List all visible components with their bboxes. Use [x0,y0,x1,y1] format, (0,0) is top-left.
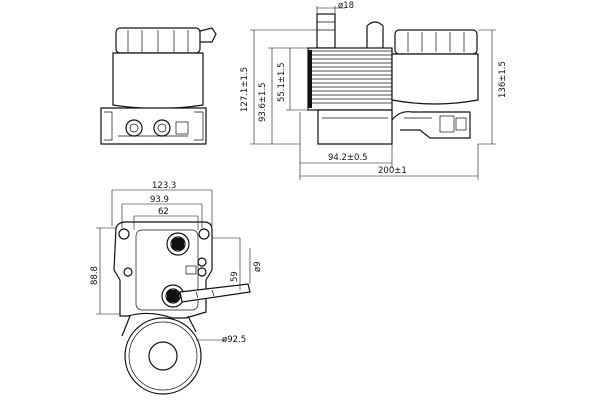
front-view-right [307,13,479,145]
dim-plan-height-59: 59 [230,271,240,282]
dim-plan-diameter-9: ø9 [253,261,263,272]
plan-view [113,221,251,395]
cooler-fins [308,50,392,108]
front-view-dimensions: ø18 136±1.5 127.1±1.5 93.6±1.5 55.1±1.5 … [240,1,508,180]
dim-width-94: 94.2±0.5 [328,153,368,163]
dim-width-200: 200±1 [378,166,407,176]
dim-plan-width-62: 62 [158,207,169,217]
plan-view-dimensions: 123.3 93.9 62 88.8 59 ø9 ø92.5 [90,181,263,345]
dim-height-127: 127.1±1.5 [240,67,250,112]
dim-plan-width-93: 93.9 [150,195,169,205]
dim-fitting-diameter: ø18 [338,1,354,11]
dim-plan-diameter-92: ø92.5 [222,335,246,345]
dim-plan-height-88: 88.8 [90,266,100,285]
dim-plan-width-123: 123.3 [152,181,176,191]
dim-height-55: 55.1±1.5 [277,62,287,102]
dim-height-total: 136±1.5 [498,61,508,98]
side-view-left [100,27,217,145]
dim-height-93: 93.6±1.5 [258,82,268,122]
